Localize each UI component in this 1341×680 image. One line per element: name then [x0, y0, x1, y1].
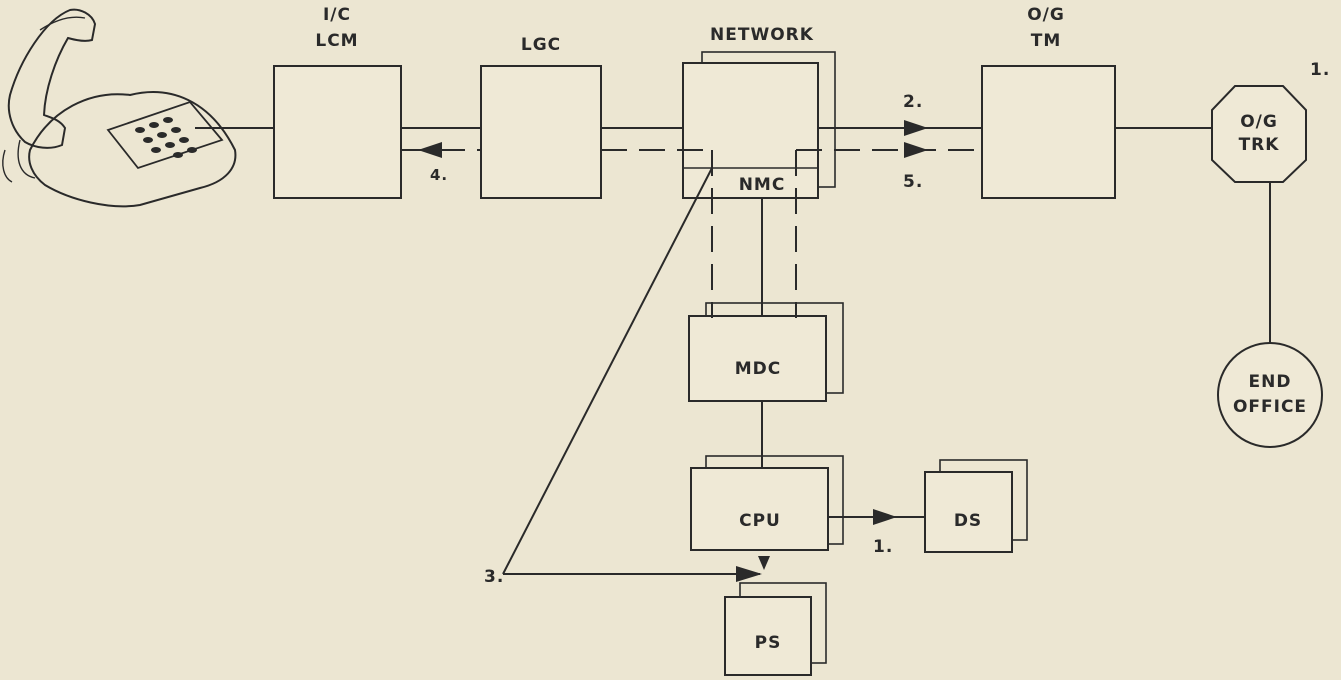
lcm-top-label: I/C	[323, 5, 351, 25]
arrow-right-icon	[873, 509, 897, 525]
step-5-label: 5.	[903, 172, 923, 192]
tm-top-label: O/G	[1027, 5, 1065, 25]
tm-block: O/G TM	[982, 5, 1115, 198]
arrow-left-icon	[418, 142, 442, 158]
step-1-trk-label: 1.	[1310, 60, 1330, 80]
lgc-label: LGC	[521, 35, 561, 55]
ds-label: DS	[954, 511, 982, 531]
ps-label: PS	[755, 633, 782, 653]
lgc-block: LGC	[481, 35, 601, 198]
lcm-block: I/C LCM	[274, 5, 401, 198]
trk-top-label: O/G	[1240, 112, 1278, 132]
step-2-label: 2.	[903, 92, 923, 112]
telephone-icon	[3, 10, 236, 207]
step-4-label: 4.	[430, 166, 448, 184]
arrow-right-icon	[736, 566, 762, 582]
trk-bottom-label: TRK	[1239, 135, 1280, 155]
lcm-bottom-label: LCM	[315, 31, 358, 51]
step-1-ds-label: 1.	[873, 537, 893, 557]
end-office-block: END OFFICE	[1218, 182, 1322, 447]
arrow-down-icon	[758, 556, 770, 570]
tm-bottom-label: TM	[1031, 31, 1062, 51]
arrow-right-icon	[904, 120, 928, 136]
end-office-bottom-label: OFFICE	[1233, 397, 1307, 417]
network-label: NETWORK	[710, 25, 814, 45]
arrow-right-icon	[904, 142, 928, 158]
mdc-label: MDC	[735, 359, 782, 379]
ps-block: PS	[725, 583, 826, 675]
trunk-block: O/G TRK 1.	[1212, 60, 1330, 182]
ds-block: DS	[925, 460, 1027, 552]
nmc-label: NMC	[739, 175, 786, 195]
network-block: NETWORK NMC	[683, 25, 835, 198]
cpu-label: CPU	[739, 511, 781, 531]
cpu-block: CPU	[691, 456, 843, 550]
step-3-label: 3.	[484, 567, 504, 587]
end-office-top-label: END	[1249, 372, 1292, 392]
